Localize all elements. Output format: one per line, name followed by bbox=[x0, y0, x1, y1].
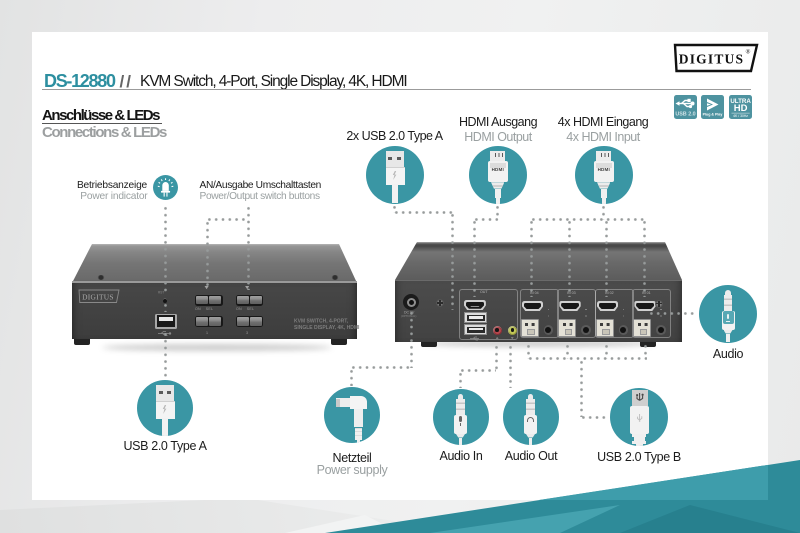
svg-text:4K / 30Hz: 4K / 30Hz bbox=[733, 114, 748, 118]
svg-text:DIGITUS: DIGITUS bbox=[82, 293, 114, 302]
svg-text:Plug & Play: Plug & Play bbox=[703, 113, 723, 117]
svg-text:ULTRA: ULTRA bbox=[730, 98, 751, 105]
svg-text:DIGITUS: DIGITUS bbox=[679, 52, 744, 67]
svg-text:USB 2.0: USB 2.0 bbox=[675, 112, 695, 118]
svg-text:HD: HD bbox=[733, 103, 747, 114]
svg-text:®: ® bbox=[746, 49, 751, 56]
